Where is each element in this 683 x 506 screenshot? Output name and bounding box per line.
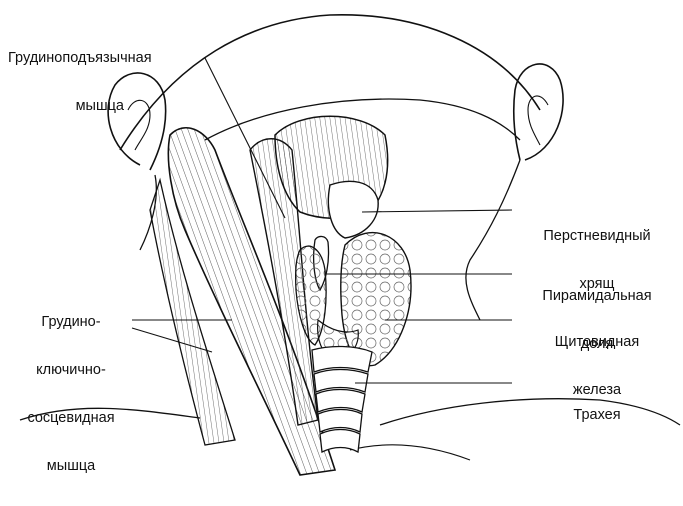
label-cricoid-line1: Перстневидный — [512, 228, 682, 244]
right-ear — [514, 64, 563, 160]
label-sternohyoid-line1: Грудиноподъязычная — [8, 50, 152, 66]
label-scm-line1: Грудино- — [6, 314, 136, 330]
label-sternohyoid: Грудиноподъязычная мышца — [8, 18, 152, 146]
leader-cricoid — [362, 210, 512, 212]
label-scm-line2: ключично- — [6, 362, 136, 378]
label-scm-line3: сосцевидная — [6, 410, 136, 426]
label-thyroid-line1: Щитовидная — [512, 334, 682, 350]
trachea — [312, 346, 372, 452]
label-scm-line4: мышца — [6, 458, 136, 474]
cricoid-cartilage — [328, 181, 378, 238]
label-sternohyoid-line2: мышца — [8, 98, 152, 114]
label-sternocleidomastoid: Грудино- ключично- сосцевидная мышца — [6, 282, 136, 506]
label-trachea-line1: Трахея — [512, 407, 682, 423]
label-trachea: Трахея — [512, 375, 682, 455]
anatomy-diagram: Грудиноподъязычная мышца Перстневидный х… — [0, 0, 683, 481]
